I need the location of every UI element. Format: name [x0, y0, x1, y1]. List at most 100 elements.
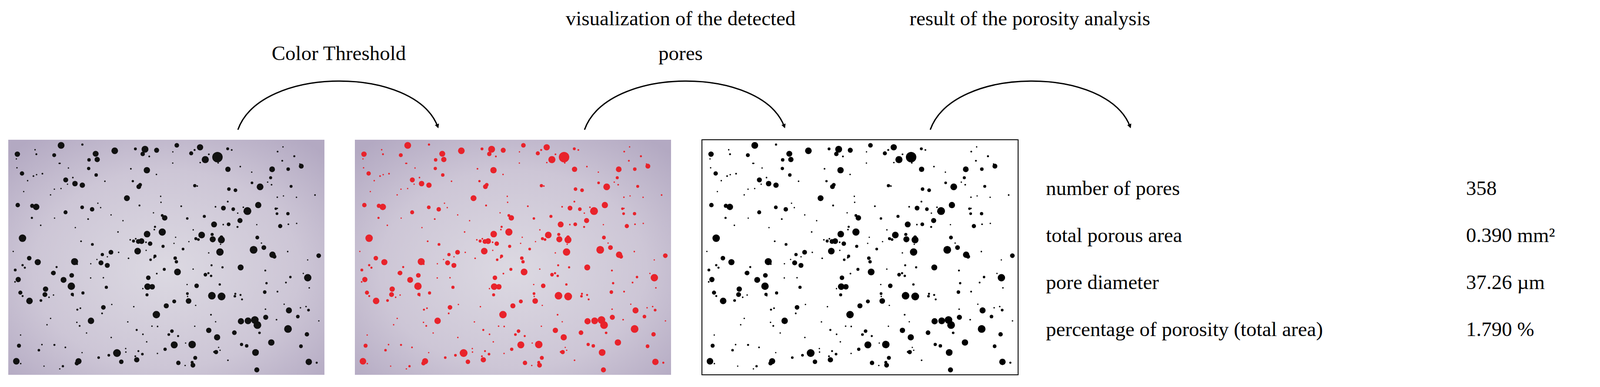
pore — [153, 225, 157, 228]
pore — [520, 268, 528, 276]
pore — [878, 341, 880, 344]
pore — [796, 276, 799, 279]
pore — [573, 359, 576, 361]
pore — [285, 307, 292, 314]
pore — [63, 177, 68, 183]
pore — [244, 317, 252, 325]
pore — [222, 223, 224, 226]
pore — [562, 248, 571, 256]
pore — [80, 240, 82, 242]
pore — [948, 367, 954, 373]
pore — [887, 148, 890, 151]
pore — [831, 204, 834, 207]
pore — [724, 216, 727, 219]
pore — [888, 304, 890, 306]
pore — [192, 228, 194, 231]
pore — [307, 308, 310, 311]
pore — [867, 268, 875, 276]
pore — [220, 156, 223, 159]
pore — [14, 151, 21, 157]
pore — [850, 352, 852, 354]
pore — [414, 167, 416, 169]
pore — [1000, 258, 1003, 261]
pore — [478, 179, 481, 182]
pore — [81, 351, 83, 353]
pore — [615, 251, 623, 258]
pore — [977, 324, 986, 333]
pore — [389, 291, 395, 297]
pore — [728, 153, 731, 155]
pore — [381, 153, 384, 155]
pore — [289, 184, 293, 188]
pore — [768, 360, 773, 366]
pore — [652, 358, 659, 365]
pore — [891, 231, 899, 238]
pore — [597, 181, 600, 184]
pore — [227, 187, 231, 191]
pore — [918, 166, 925, 172]
pore — [70, 292, 74, 296]
pore — [857, 303, 863, 309]
pore — [197, 237, 200, 241]
pore — [746, 293, 748, 296]
pore — [992, 344, 997, 348]
pore — [961, 338, 969, 346]
pore — [765, 180, 772, 187]
pore — [604, 331, 608, 335]
pore — [172, 299, 177, 304]
pore — [360, 268, 364, 272]
pore — [26, 297, 33, 304]
pore — [905, 151, 917, 163]
pore — [710, 343, 715, 348]
pore — [979, 211, 984, 216]
pore — [713, 334, 715, 336]
pore — [642, 222, 645, 224]
pore — [884, 360, 888, 364]
pore — [706, 250, 708, 252]
pore — [734, 172, 737, 175]
pore — [868, 236, 870, 238]
pore — [172, 162, 174, 164]
pore — [284, 281, 287, 284]
pore — [888, 283, 893, 288]
pore — [950, 183, 958, 191]
pore — [502, 272, 505, 274]
pore — [993, 306, 995, 308]
pore — [554, 271, 557, 274]
pore — [728, 148, 730, 151]
pore — [145, 249, 147, 251]
pore — [1009, 253, 1015, 258]
pore — [90, 207, 95, 212]
pore — [764, 292, 768, 296]
pore — [911, 346, 913, 348]
pore — [270, 183, 273, 186]
pore — [137, 349, 140, 352]
pore — [201, 155, 209, 163]
pore — [561, 320, 563, 322]
table-cell: pore diameter — [1045, 269, 1160, 294]
pore — [451, 262, 457, 268]
pore — [359, 357, 367, 365]
pore — [410, 210, 415, 214]
pore — [847, 228, 849, 231]
pore — [140, 352, 144, 355]
pore — [761, 282, 769, 290]
pore — [930, 212, 932, 214]
binary-image — [701, 139, 1019, 375]
pore — [194, 237, 198, 241]
pore — [546, 161, 548, 164]
pore — [69, 272, 75, 278]
pore — [32, 175, 35, 178]
pore — [828, 247, 835, 254]
pore — [464, 251, 466, 253]
pore — [110, 213, 112, 216]
pore — [654, 287, 657, 289]
pore — [607, 242, 609, 244]
pore — [804, 336, 806, 338]
pore — [130, 167, 132, 170]
pore — [781, 317, 789, 325]
pore — [465, 359, 471, 364]
pore — [761, 167, 763, 169]
pore — [781, 217, 783, 220]
pore — [975, 146, 978, 148]
